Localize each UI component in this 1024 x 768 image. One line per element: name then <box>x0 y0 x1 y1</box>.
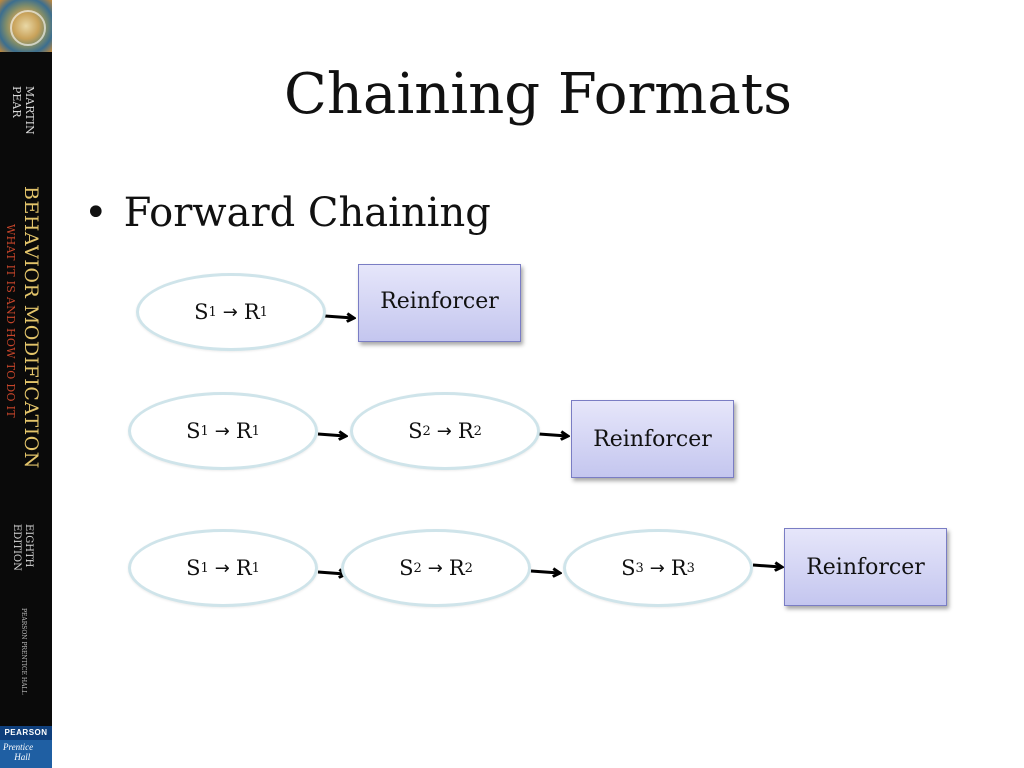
book-cover-logo <box>0 0 52 52</box>
arrow-row1-1 <box>324 316 353 318</box>
arrow-row3-2 <box>530 571 559 573</box>
pearson-wordmark: PEARSON <box>0 726 52 740</box>
prentice-hall-wordmark: Prentice Hall <box>3 742 34 762</box>
arrow-row3-1 <box>317 572 345 574</box>
book-subtitle: WHAT IT IS AND HOW TO DO IT <box>4 224 17 418</box>
book-title: BEHAVIOR MODIFICATION <box>20 186 42 469</box>
reinforcer-box: Reinforcer <box>571 400 734 478</box>
slide-title: Chaining Formats <box>284 62 792 127</box>
arrow-row2-1 <box>317 434 345 436</box>
bullet-text: Forward Chaining <box>123 190 491 236</box>
arrow-row2-2 <box>538 434 567 436</box>
reinforcer-box: Reinforcer <box>784 528 947 606</box>
pearson-logo: PEARSON Prentice Hall <box>0 726 52 768</box>
bullet-icon: • <box>84 190 108 236</box>
arrow-row3-3 <box>752 565 781 567</box>
bullet-item: • Forward Chaining <box>84 190 491 236</box>
reinforcer-box: Reinforcer <box>358 264 521 342</box>
publisher-label: PEARSON PRENTICE HALL <box>20 608 27 695</box>
